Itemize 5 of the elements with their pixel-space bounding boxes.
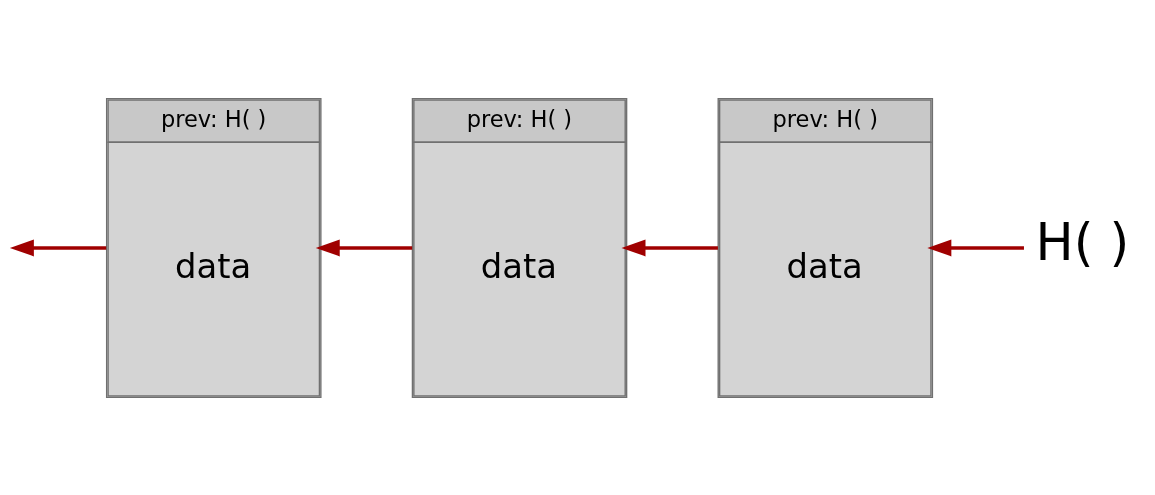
arrow bbox=[621, 239, 718, 256]
arrow bbox=[927, 239, 1024, 256]
node-text: H( ) bbox=[1035, 212, 1130, 272]
arrow bbox=[315, 239, 413, 256]
arrow bbox=[9, 239, 107, 256]
